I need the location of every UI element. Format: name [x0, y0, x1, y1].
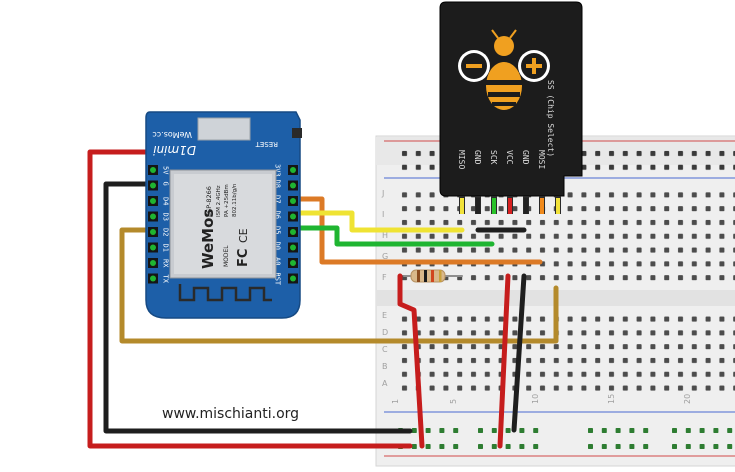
column-label: 1 — [391, 399, 400, 404]
reset-button — [292, 128, 302, 138]
row-label: A — [382, 379, 388, 388]
wire-brown-d2 — [119, 227, 559, 344]
sd-pin-label-mosi: MOSI — [537, 150, 546, 169]
sd-pin-label-gnd: GND — [521, 150, 530, 165]
bee-logo-icon — [458, 29, 550, 110]
chip-model: MODEL — [223, 245, 230, 267]
esp-module-labels: WeMos ESP-8266 ISM 2.4GHz PA +25dBm 802.… — [199, 183, 251, 269]
sd-pin-label-vcc: VCC — [505, 150, 514, 165]
board-pin-label: RST — [274, 273, 282, 286]
row-label: B — [382, 362, 388, 371]
board-pin-label: D3 — [162, 213, 170, 221]
sd-pin-label-miso: MISO — [457, 150, 466, 169]
row-label: E — [382, 311, 387, 320]
sd-pin — [523, 196, 529, 214]
board-pin-d1: D1 — [148, 242, 170, 253]
wire-red-resistor — [397, 273, 425, 449]
chip-line3: PA +25dBm — [224, 184, 230, 217]
board-pin-d5: D5 — [274, 226, 298, 237]
board-pin-label: 5V — [162, 166, 170, 175]
board-pin-d7: D7 — [274, 195, 298, 206]
board-pin-rx: RX — [148, 258, 170, 268]
wire-black-ground — [103, 181, 413, 434]
board-model-name: D1mini — [152, 143, 196, 157]
column-label: 10 — [531, 394, 540, 404]
wire-red-vcc — [497, 273, 511, 449]
esp-module-face — [174, 174, 272, 274]
wire-black-gnd-vertical — [511, 273, 527, 433]
board-pin-label: A0 — [274, 257, 282, 265]
resistor — [403, 269, 463, 283]
sd-pin-label-sck: SCK — [489, 150, 498, 165]
row-label: F — [382, 273, 387, 282]
reset-label: RESET — [255, 140, 278, 148]
board-pin-rst: RST — [274, 273, 298, 286]
chip-line2: ISM 2.4GHz — [216, 185, 222, 217]
lower-terminal-holes — [398, 312, 735, 396]
row-label: J — [381, 189, 384, 198]
sd-pin-header — [459, 196, 561, 214]
board-pin-label: D4 — [162, 197, 170, 205]
column-label: 15 — [607, 394, 616, 404]
board-pin-label: D6 — [274, 211, 282, 219]
chip-ce: CE — [237, 228, 250, 243]
board-pin-label: G — [162, 182, 170, 186]
board-brand: WeMos.cc — [152, 130, 192, 139]
sd-pin — [475, 196, 481, 214]
sd-pin — [539, 196, 545, 214]
board-pin-d6: D6 — [274, 211, 298, 222]
sd-card-module: SS (Chip Select) MISO GND SCK VCC GND MOSI — [439, 1, 583, 214]
wire-green-d7 — [293, 225, 495, 247]
sd-pin — [459, 196, 465, 214]
row-label: D — [382, 328, 388, 337]
board-pin-label: TX — [162, 275, 170, 284]
sd-ss-label: SS (Chip Select) — [546, 80, 555, 157]
upper-terminal-holes — [398, 186, 735, 282]
board-pin-label: D0 — [274, 242, 282, 250]
sd-pin-labels: MISO GND SCK VCC GND MOSI — [457, 150, 546, 169]
row-label: G — [382, 252, 388, 261]
row-label: H — [382, 231, 388, 240]
board-pin-label: D8 — [274, 180, 282, 188]
chip-line4: 802.11b/g/n — [232, 183, 238, 217]
board-pin-g: G — [148, 180, 170, 191]
board-pin-label: D2 — [162, 228, 170, 236]
board-pin-label: 3V3 — [274, 164, 282, 177]
board-pin-label: D5 — [274, 226, 282, 234]
board-pin-3v3: 3V3 — [274, 164, 298, 177]
board-pin-d2: D2 — [148, 227, 170, 237]
sd-pin — [491, 196, 497, 214]
column-label: 5 — [449, 399, 458, 404]
sd-pin-label-gnd: GND — [473, 150, 482, 165]
sd-pin — [555, 196, 561, 214]
chip-logo: WeMos — [199, 209, 217, 269]
usb-connector — [197, 117, 251, 141]
board-pin-d3: D3 — [148, 211, 170, 222]
board-pin-label: D1 — [162, 244, 170, 252]
board-pin-label: D7 — [274, 195, 282, 203]
antenna-trace — [178, 284, 272, 302]
board-pin-tx: TX — [148, 273, 170, 284]
board-pin-d4: D4 — [148, 196, 170, 206]
credit-text: www.mischianti.org — [162, 406, 299, 422]
chip-line1: ESP-8266 — [205, 186, 213, 217]
board-pin-5v: 5V — [148, 165, 170, 175]
board-pin-d8: D8 — [274, 180, 298, 191]
wire-yellow-d6 — [293, 210, 465, 233]
board-pin-d0: D0 — [274, 242, 298, 253]
sd-pin — [507, 196, 513, 214]
row-label: I — [382, 210, 384, 219]
column-label: 20 — [683, 394, 692, 404]
chip-fcc: FC — [236, 249, 251, 267]
board-pin-a0: A0 — [274, 257, 298, 268]
row-label: C — [382, 345, 388, 354]
board-pin-label: RX — [162, 259, 170, 268]
